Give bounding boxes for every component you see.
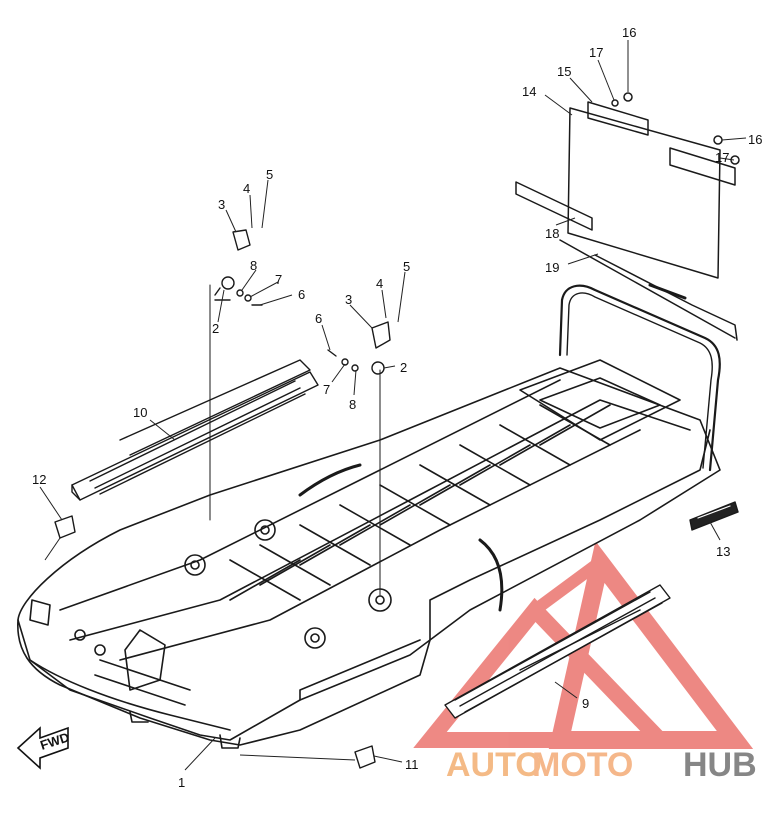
watermark-hub: HUB [683, 746, 757, 784]
callout-7-left: 7 [275, 272, 282, 287]
callout-6-right: 6 [315, 311, 322, 326]
callout-17-top: 17 [589, 45, 603, 60]
callout-4-right: 4 [376, 276, 383, 291]
callout-14: 14 [522, 84, 536, 99]
hardware-cluster-left [209, 229, 263, 521]
callout-16-right: 16 [748, 132, 762, 147]
emblem-13 [689, 501, 739, 531]
leader-lines [39, 40, 747, 771]
callout-11: 11 [405, 757, 419, 772]
callout-8-left: 8 [250, 258, 257, 273]
callout-2-left: 2 [212, 321, 219, 336]
running-board-right [444, 584, 671, 719]
callout-16-top: 16 [622, 25, 636, 40]
callout-labels: 1 2 2 3 3 4 4 5 5 6 6 7 7 8 8 9 10 11 12… [32, 25, 762, 790]
callout-17-right: 17 [715, 150, 729, 165]
callout-13: 13 [716, 544, 730, 559]
frame-assembly [17, 284, 721, 749]
callout-8-right: 8 [349, 397, 356, 412]
callout-15: 15 [557, 64, 571, 79]
callout-5-right: 5 [403, 259, 410, 274]
rear-flap [515, 92, 740, 341]
callout-19: 19 [545, 260, 559, 275]
watermark-logo [413, 541, 754, 749]
hardware-cluster-right [327, 321, 391, 596]
watermark-moto: MOTO [532, 746, 633, 784]
callout-10: 10 [133, 405, 147, 420]
callout-1: 1 [178, 775, 185, 790]
running-board-left [71, 359, 319, 501]
bracket-12 [54, 515, 76, 539]
callout-5-left: 5 [266, 167, 273, 182]
callout-3-left: 3 [218, 197, 225, 212]
callout-12: 12 [32, 472, 46, 487]
callout-4-left: 4 [243, 181, 250, 196]
watermark-text: AUTO MOTO HUB [446, 746, 757, 784]
callout-18: 18 [545, 226, 559, 241]
callout-6-left: 6 [298, 287, 305, 302]
callout-2-right: 2 [400, 360, 407, 375]
watermark-auto: AUTO [446, 746, 542, 784]
fwd-arrow-icon: FWD [16, 726, 71, 770]
callout-7-right: 7 [323, 382, 330, 397]
callout-9: 9 [582, 696, 589, 711]
callout-3-right: 3 [345, 292, 352, 307]
bracket-11 [354, 745, 376, 769]
